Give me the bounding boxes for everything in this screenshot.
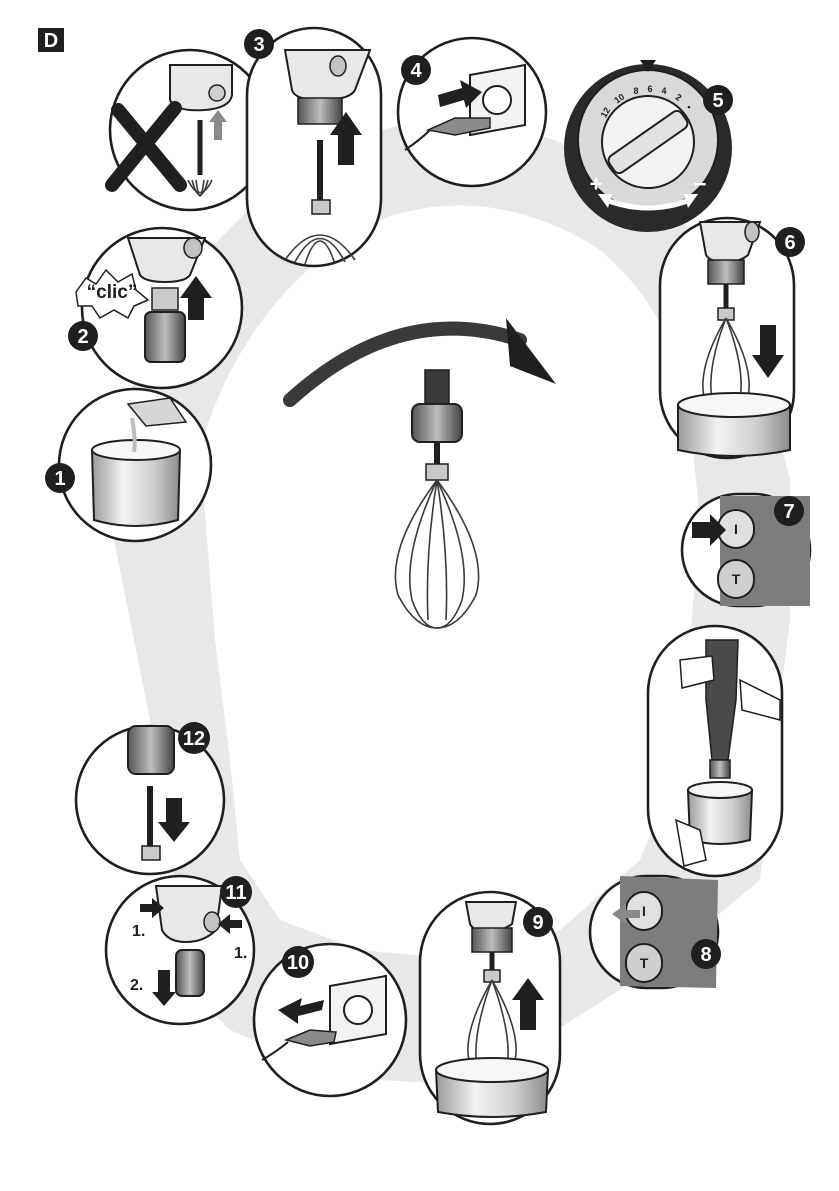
dial-mark-8: 8: [633, 86, 638, 96]
step-2-panel: “clic”: [76, 228, 242, 388]
clic-label: “clic”: [87, 282, 138, 303]
step-11-pull-down-label: 2.: [130, 977, 143, 994]
turbo-button-symbol: T: [732, 571, 741, 587]
step-10-panel: [254, 944, 406, 1096]
blending-panel: [648, 626, 782, 876]
plus-sign: +: [590, 172, 603, 197]
step-2-badge: 2: [68, 321, 98, 351]
minus-sign: −: [694, 172, 707, 197]
step-8-badge: 8: [691, 939, 721, 969]
step-12-badge: 12: [178, 722, 210, 754]
step-6-number: 6: [784, 232, 795, 254]
on-button-symbol: I: [734, 521, 738, 537]
step-1-number: 1: [54, 468, 65, 490]
step-6-badge: 6: [775, 227, 805, 257]
step-12-number: 12: [183, 728, 205, 750]
step-9-badge: 9: [523, 907, 553, 937]
dial-mark-4: 4: [661, 86, 666, 96]
step-11-number: 11: [225, 882, 246, 904]
step-8-panel: I T: [590, 876, 718, 988]
section-badge: D: [38, 28, 64, 52]
step-7-badge: 7: [774, 496, 804, 526]
step-4-badge: 4: [401, 55, 431, 85]
dial-mark-dot: •: [687, 102, 690, 112]
step-2-number: 2: [77, 326, 88, 348]
connector-band-inner: [200, 206, 700, 960]
step-5-badge: 5: [703, 85, 733, 115]
step-8-number: 8: [700, 944, 711, 966]
step-11-press-right-label: 1.: [234, 945, 247, 962]
step-5-panel: 12 10 8 6 4 2 • + −: [564, 60, 732, 232]
step-10-badge: 10: [282, 946, 314, 978]
step-9-number: 9: [532, 912, 543, 934]
step-5-number: 5: [712, 90, 723, 112]
step-1-badge: 1: [45, 463, 75, 493]
step-4-number: 4: [410, 60, 422, 82]
step-1-panel: [59, 389, 211, 541]
step-11-badge: 11: [220, 876, 252, 908]
turbo-button-symbol: T: [640, 955, 649, 971]
step-3-badge: 3: [244, 29, 274, 59]
step-3-number: 3: [253, 34, 264, 56]
on-button-symbol: I: [642, 903, 646, 919]
section-letter: D: [44, 30, 58, 52]
step-6-panel: [660, 218, 794, 458]
step-3-panel: [247, 28, 381, 266]
step-7-number: 7: [783, 501, 794, 523]
step-11-press-left-label: 1.: [132, 923, 145, 940]
step-10-number: 10: [287, 952, 309, 974]
dial-mark-6: 6: [647, 84, 652, 94]
